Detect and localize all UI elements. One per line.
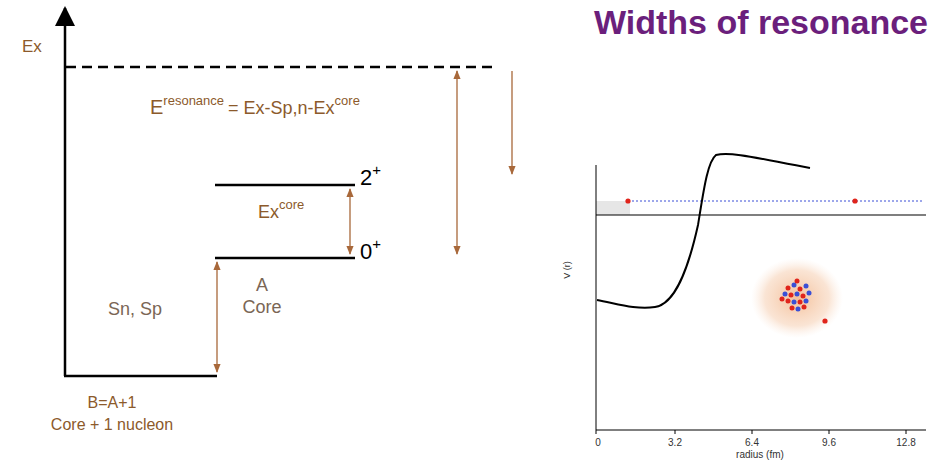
tick-label: 3.2	[668, 437, 682, 448]
plot-x-axis	[596, 430, 926, 431]
formula-group: Eresonance = Ex-Sp,n-Excore	[150, 96, 360, 119]
neutron	[783, 292, 788, 297]
tick	[596, 430, 597, 434]
neutron	[792, 283, 797, 288]
neutron	[804, 299, 809, 304]
core-label: A	[256, 276, 268, 296]
axis-label: Ex	[22, 38, 42, 57]
spin-parity: 2	[360, 166, 372, 190]
energy-level-dotted	[628, 201, 924, 202]
proton	[790, 306, 795, 311]
formula-group: Excore	[258, 203, 304, 223]
nucleus-glow	[751, 258, 843, 338]
plot-axis-title: V (r)	[563, 261, 573, 279]
nucleus-label: Core + 1 nucleon	[51, 416, 173, 434]
tick-label: 6.4	[745, 437, 759, 448]
turning-point	[852, 198, 857, 203]
plot-axis-title: radius (fm)	[736, 449, 784, 460]
core-label: Core	[242, 298, 281, 318]
proton	[802, 305, 807, 310]
proton	[798, 287, 803, 292]
nucleus-label: B=A+1	[88, 394, 137, 412]
formula-group: 2+	[360, 166, 381, 190]
neutron	[796, 307, 801, 312]
formula-group: 0+	[360, 240, 381, 264]
slide-title: Widths of resonance	[594, 4, 928, 41]
turning-point	[625, 198, 630, 203]
separation-arrow	[216, 262, 217, 372]
formula-symbol: E	[150, 96, 163, 118]
core-level-0plus	[215, 257, 355, 260]
tick-label: 0	[595, 437, 601, 448]
parity-sign: +	[372, 162, 381, 179]
proton	[795, 279, 800, 284]
tick	[752, 430, 753, 434]
tick-label: 12.8	[896, 437, 915, 448]
resonance-level	[66, 66, 492, 69]
neutron	[807, 291, 812, 296]
formula-text: = Ex-Sp,n-Ex	[228, 99, 335, 119]
excitation-arrow	[456, 71, 457, 254]
formula-superscript: resonance	[163, 94, 224, 108]
energy-label: Ex	[258, 203, 279, 223]
escaping-nucleon	[822, 318, 827, 323]
neutron	[804, 284, 809, 289]
proton	[801, 294, 806, 299]
proton	[780, 297, 785, 302]
resonance-energy-arrow	[511, 71, 512, 174]
barrier-band	[596, 201, 630, 215]
plot-y-axis	[596, 165, 597, 430]
proton	[786, 299, 791, 304]
tick	[675, 430, 676, 434]
proton	[789, 293, 794, 298]
core-level-2plus	[215, 184, 355, 187]
core-excitation-arrow	[349, 189, 350, 254]
proton	[798, 300, 803, 305]
ground-level	[64, 375, 217, 378]
zero-line	[596, 214, 926, 215]
proton	[786, 286, 791, 291]
energy-superscript: core	[279, 198, 304, 212]
separation-label: Sn, Sp	[108, 300, 162, 320]
tick	[906, 430, 907, 434]
tick-label: 9.6	[822, 437, 836, 448]
formula-superscript: core	[335, 94, 360, 108]
neutron	[792, 300, 797, 305]
nucleon-cluster	[780, 279, 812, 312]
tick	[829, 430, 830, 434]
neutron	[795, 292, 800, 297]
energy-axis	[64, 8, 67, 376]
spin-parity: 0	[360, 240, 372, 264]
parity-sign: +	[372, 236, 381, 253]
